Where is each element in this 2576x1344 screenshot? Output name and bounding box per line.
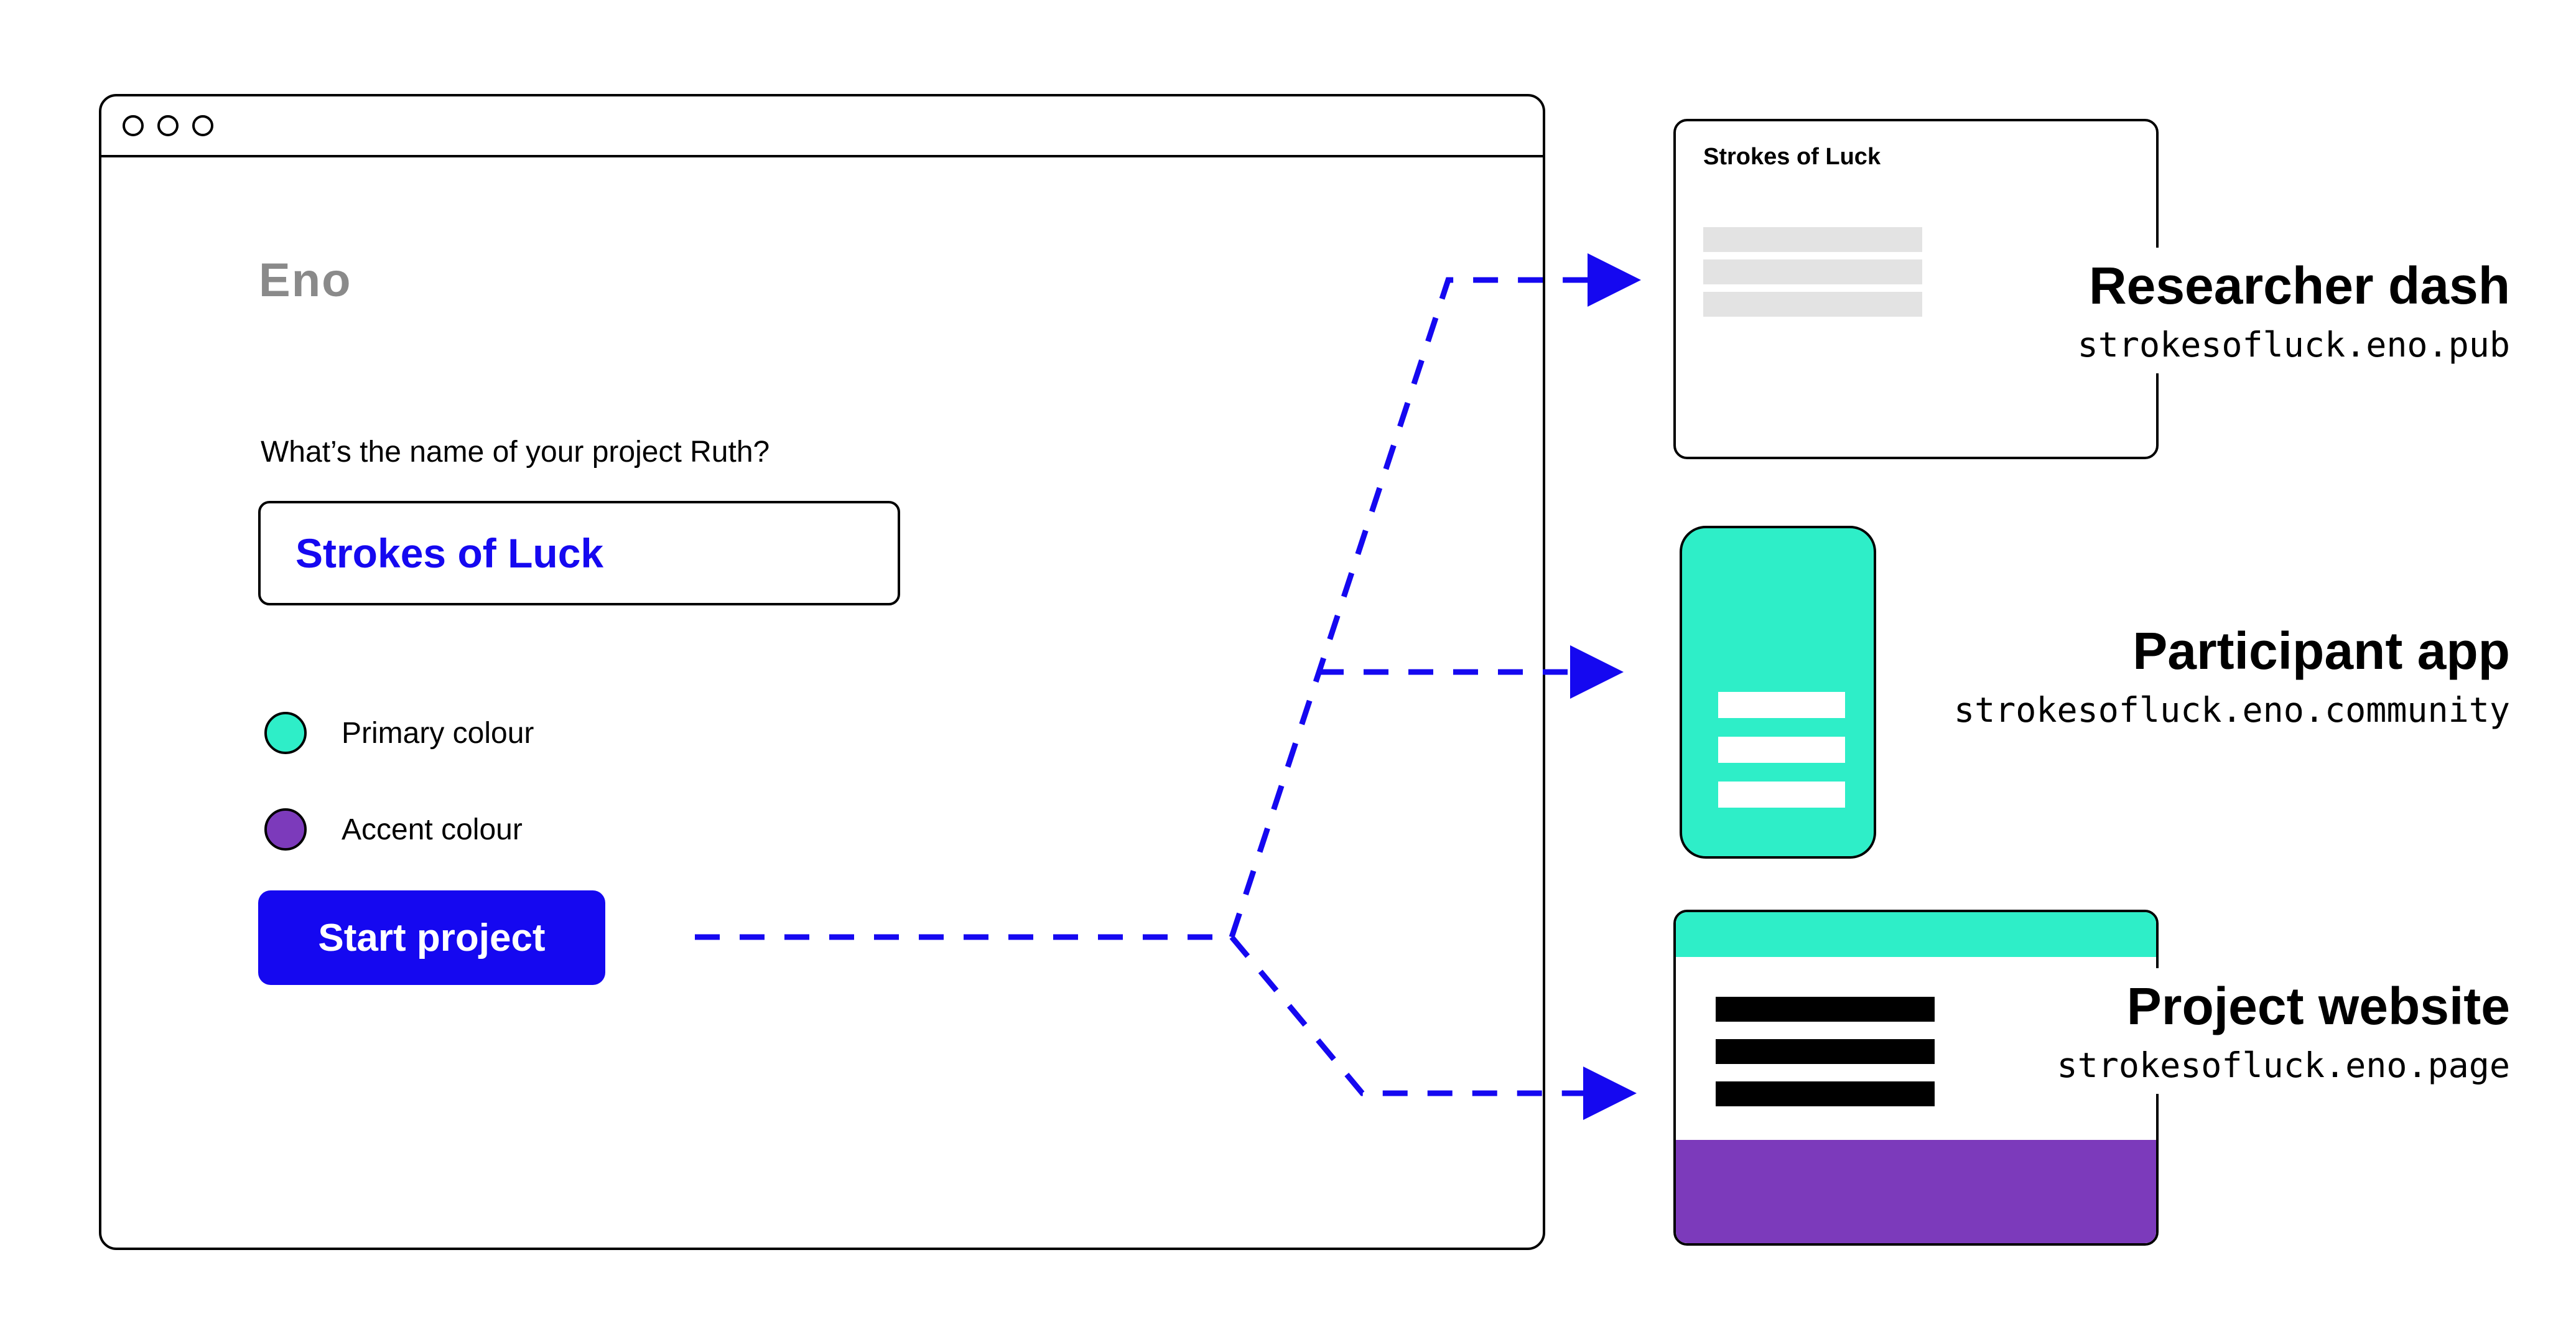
start-project-button[interactable]: Start project [258, 890, 605, 985]
skeleton-text-bar [1703, 227, 1922, 252]
primary-colour-circle[interactable] [264, 712, 307, 754]
skeleton-text-bar [1703, 259, 1922, 284]
project-name-input[interactable] [258, 501, 900, 605]
browser-window: Eno What’s the name of your project Ruth… [99, 94, 1545, 1250]
participant-app-url: strokesofluck.eno.community [1953, 690, 2510, 730]
site-text-bar [1716, 997, 1935, 1022]
site-footer-bar [1676, 1140, 2156, 1243]
phone-text-bar [1718, 737, 1845, 763]
participant-app-title: Participant app [2132, 622, 2510, 680]
window-titlebar [101, 96, 1543, 157]
participant-app-card [1680, 526, 1876, 859]
window-control-dot [123, 115, 144, 136]
researcher-dash-title: Researcher dash [2088, 256, 2510, 315]
accent-colour-label: Accent colour [342, 813, 523, 846]
window-control-dot [192, 115, 213, 136]
site-text-bar [1716, 1039, 1935, 1064]
phone-text-bar [1718, 692, 1845, 718]
project-name-question: What’s the name of your project Ruth? [261, 436, 770, 469]
accent-colour-swatch: Accent colour [264, 808, 523, 851]
participant-app-label: Participant app strokesofluck.eno.commun… [1926, 613, 2510, 739]
primary-colour-swatch: Primary colour [264, 712, 534, 754]
arrowhead-project-website [1583, 1066, 1637, 1120]
arrowhead-researcher-dash [1588, 253, 1641, 307]
site-header-bar [1676, 912, 2156, 957]
researcher-dash-card: Strokes of Luck [1673, 119, 2159, 459]
window-control-dot [157, 115, 179, 136]
researcher-dash-url: strokesofluck.eno.pub [2077, 325, 2510, 365]
eno-logo: Eno [259, 254, 352, 307]
accent-colour-circle[interactable] [264, 808, 307, 851]
researcher-card-title: Strokes of Luck [1703, 144, 1881, 170]
project-website-label: Project website strokesofluck.eno.page [2029, 968, 2510, 1094]
researcher-dash-label: Researcher dash strokesofluck.eno.pub [2050, 248, 2510, 374]
project-website-title: Project website [2126, 977, 2510, 1035]
skeleton-text-bar [1703, 292, 1922, 317]
arrowhead-participant-app [1570, 645, 1624, 699]
project-website-url: strokesofluck.eno.page [2057, 1045, 2510, 1086]
site-text-bar [1716, 1081, 1935, 1106]
phone-text-bar [1718, 782, 1845, 808]
primary-colour-label: Primary colour [342, 716, 534, 750]
